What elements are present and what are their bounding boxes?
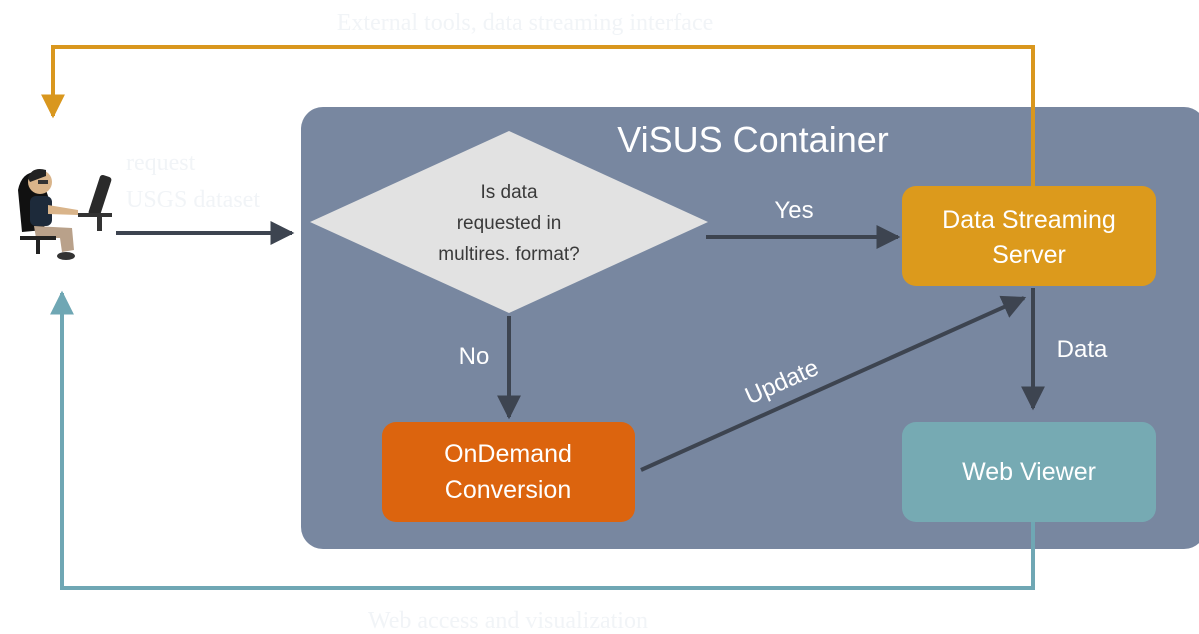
decision-line1: Is data (480, 182, 537, 203)
top-loop-label: External tools, data streaming interface (337, 10, 714, 36)
ondemand-line2: Conversion (445, 476, 571, 504)
container-title: ViSUS Container (617, 119, 888, 160)
person-at-computer-icon (18, 169, 112, 260)
decision-node (310, 131, 708, 313)
top-loop-arrow (41, 45, 1035, 186)
streaming-server-line1: Data Streaming (942, 206, 1116, 234)
decision-line3: multires. format? (438, 244, 579, 265)
decision-line2: requested in (457, 213, 562, 234)
no-label: No (459, 343, 490, 370)
ondemand-conversion-node (382, 422, 635, 522)
update-arrow (640, 295, 1027, 472)
request-label-line2: USGS dataset (126, 187, 260, 213)
bottom-loop-arrow (50, 290, 1035, 590)
yes-label: Yes (774, 197, 813, 224)
web-viewer-label: Web Viewer (962, 458, 1096, 486)
bottom-loop-label: Web access and visualization (368, 608, 648, 634)
data-streaming-server-node (902, 186, 1156, 286)
streaming-server-line2: Server (992, 241, 1066, 269)
web-viewer-node (902, 422, 1156, 522)
request-label-line1: request (126, 150, 196, 176)
ondemand-line1: OnDemand (444, 440, 572, 468)
data-label: Data (1057, 336, 1108, 363)
